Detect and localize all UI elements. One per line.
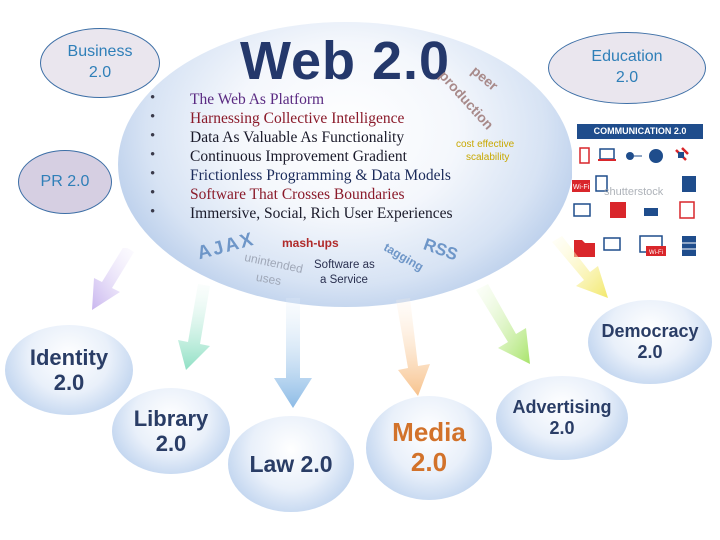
tag-mashups: mash-ups	[282, 236, 339, 250]
principle-item: • Frictionless Programming & Data Models	[148, 166, 453, 185]
education-bubble: Education 2.0	[548, 32, 706, 104]
touch-icon	[610, 202, 626, 218]
principle-item: • Harnessing Collective Intelligence	[148, 109, 453, 128]
principle-item: • The Web As Platform	[148, 90, 453, 109]
media-line1: Media	[392, 417, 466, 448]
library-bubble: Library 2.0	[112, 388, 230, 474]
svg-text:Wi-Fi: Wi-Fi	[573, 184, 590, 191]
media-bubble: Media 2.0	[366, 396, 492, 500]
wifi-badge-icon: Wi-Fi	[572, 180, 590, 192]
law-bubble: Law 2.0	[228, 416, 354, 512]
network-icon	[626, 152, 642, 160]
principle-text: The Web As Platform	[190, 91, 325, 108]
business-line1: Business	[67, 43, 133, 61]
library-line1: Library	[133, 405, 209, 431]
principle-text: Software That Crosses Boundaries	[190, 186, 405, 203]
principle-item: • Data As Valuable As Functionality	[148, 128, 453, 147]
principle-item: • Software That Crosses Boundaries	[148, 185, 453, 204]
democracy-line1: Democracy	[601, 321, 699, 342]
server-icon	[682, 176, 696, 192]
democracy-line2: 2.0	[637, 342, 663, 362]
satellite-icon	[675, 147, 689, 161]
media-line2: 2.0	[410, 447, 448, 477]
business-bubble: Business 2.0	[40, 28, 160, 98]
page-title: Web 2.0	[240, 31, 451, 91]
shutterstock-watermark: shutterstock	[604, 186, 664, 198]
principles-list: • The Web As Platform • Harnessing Collect…	[148, 90, 453, 223]
democracy-bubble: Democracy 2.0	[588, 300, 712, 384]
tag-cost-effective: cost effective	[456, 139, 515, 150]
bullet-icon: •	[150, 166, 156, 182]
identity-line1: Identity	[29, 344, 109, 370]
arrow-to-library	[178, 284, 210, 370]
law-line1: Law 2.0	[249, 450, 333, 477]
bullet-icon: •	[150, 204, 156, 220]
web20-central-ellipse	[118, 22, 573, 307]
library-line2: 2.0	[155, 431, 187, 456]
globe-icon	[649, 149, 663, 163]
principle-text: Frictionless Programming & Data Models	[190, 167, 451, 184]
principle-text: Data As Valuable As Functionality	[190, 129, 405, 146]
principle-item: • Immersive, Social, Rich User Experience…	[148, 204, 453, 223]
principle-text: Immersive, Social, Rich User Experiences	[190, 205, 453, 222]
tag-software-as: Software as	[314, 259, 375, 271]
business-line2: 2.0	[88, 64, 112, 81]
advertising-line1: Advertising	[512, 397, 612, 418]
tag-scalability: scalability	[466, 152, 510, 163]
advertising-bubble: Advertising 2.0	[496, 376, 628, 460]
arrow-to-media	[396, 298, 430, 396]
identity-bubble: Identity 2.0	[5, 325, 133, 415]
arrow-to-advertising	[476, 284, 530, 364]
pr-bubble: PR 2.0	[18, 150, 112, 214]
display-icon	[603, 237, 621, 251]
advertising-line2: 2.0	[549, 418, 575, 438]
bullet-icon: •	[150, 128, 156, 144]
arrow-to-identity	[92, 248, 134, 310]
pr-line1: PR 2.0	[40, 172, 90, 190]
tag-a-service: a Service	[320, 274, 368, 286]
bullet-icon: •	[150, 109, 156, 125]
bullet-icon: •	[150, 185, 156, 201]
education-line2: 2.0	[615, 69, 639, 86]
education-line1: Education	[591, 48, 663, 66]
identity-line2: 2.0	[53, 370, 85, 395]
rack-icon	[682, 236, 696, 256]
svg-text:Wi-Fi: Wi-Fi	[649, 250, 663, 256]
arrow-to-law	[274, 298, 312, 408]
folder-icon	[574, 240, 595, 257]
monitor-icon	[573, 203, 591, 217]
laptop-icon	[598, 148, 616, 161]
arrow-to-democracy	[552, 236, 608, 298]
principle-text: Harnessing Collective Intelligence	[190, 110, 405, 127]
bullet-icon: •	[150, 90, 156, 106]
communication-icons: Wi-Fi Wi-Fi	[572, 147, 696, 257]
phone-icon	[579, 147, 590, 164]
communication-heading: COMMUNICATION 2.0	[577, 124, 703, 139]
principle-text: Continuous Improvement Gradient	[190, 148, 407, 165]
fax-icon	[679, 201, 695, 219]
router-icon	[644, 208, 658, 216]
tablet-icon	[595, 175, 608, 192]
wifi-router-icon: Wi-Fi	[646, 246, 666, 256]
principle-item: • Continuous Improvement Gradient	[148, 147, 453, 166]
bullet-icon: •	[150, 147, 156, 163]
